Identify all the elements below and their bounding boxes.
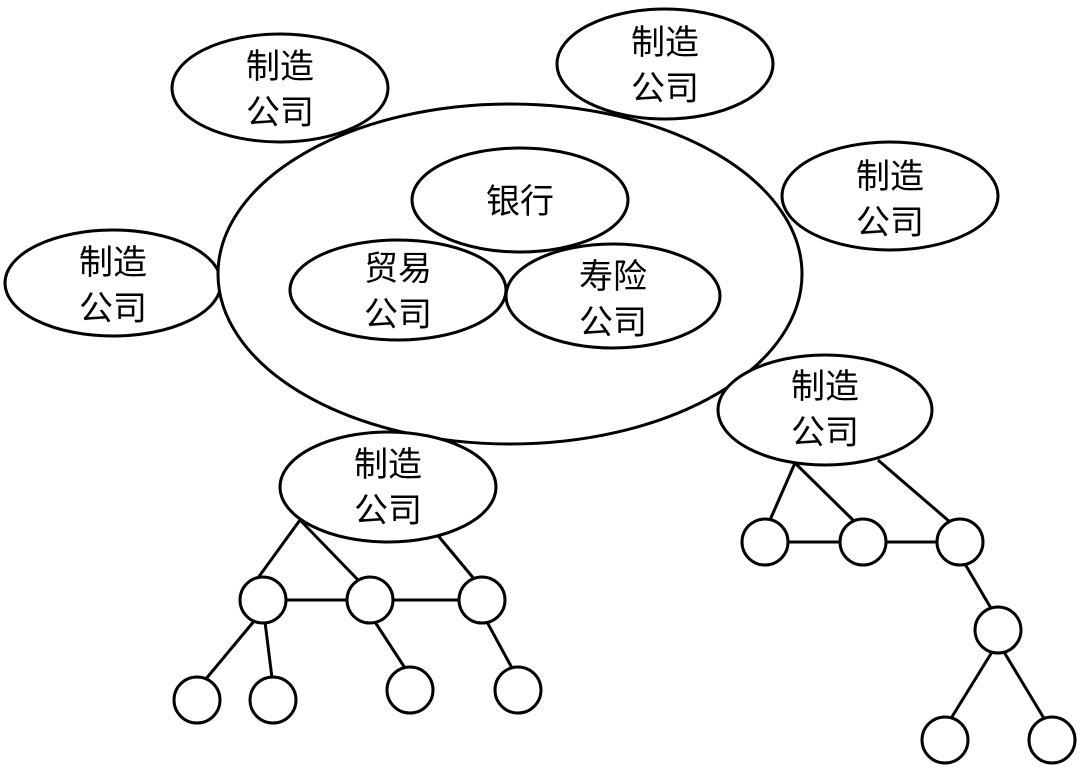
manufacturing-company-bottom-left: 制造 公司 [278,430,498,544]
label: 公司 [856,203,924,243]
subcontractor-node [935,517,985,567]
label: 制造 [79,243,147,283]
label: 贸易 [364,249,432,289]
connector [485,621,514,669]
connector [793,461,857,524]
label: 制造 [246,47,314,87]
subcontractor-node [740,517,790,567]
subcontractor-node [493,665,543,715]
connector [1002,651,1047,721]
label: 公司 [631,69,699,109]
subcontractor-tree-left [172,518,543,725]
connector [263,621,274,679]
connector [433,531,477,581]
life-insurance-company: 寿险 公司 [504,242,722,350]
manufacturing-company-top-left: 制造 公司 [170,32,390,144]
trading-company: 贸易 公司 [288,238,508,342]
connector [948,651,994,721]
label: 制造 [354,445,422,485]
subcontractor-node [385,665,435,715]
connector [373,621,407,669]
subcontractor-node [172,675,222,725]
subcontractor-node [973,605,1023,655]
keiretsu-group-boundary [216,102,804,446]
subcontractor-node [457,575,507,625]
label: 公司 [791,413,859,453]
bank: 银行 [410,146,630,254]
label: 制造 [791,367,859,407]
label: 公司 [354,491,422,531]
connector [963,563,994,611]
subcontractor-tree-right [740,458,1077,765]
connector [877,458,951,524]
manufacturing-company-bottom-right: 制造 公司 [716,353,934,467]
connector [203,619,257,681]
subcontractor-node [248,675,298,725]
manufacturing-company-top-right: 制造 公司 [555,7,775,121]
label: 寿险 [579,257,647,297]
subcontractor-node [920,715,970,765]
label: 制造 [856,157,924,197]
subcontractor-node [1027,715,1077,765]
manufacturing-company-left: 制造 公司 [3,228,223,338]
subcontractor-node [345,575,395,625]
label: 公司 [246,93,314,133]
label: 公司 [364,295,432,335]
label: 银行 [486,182,554,222]
connector [768,462,797,521]
label: 公司 [79,289,147,329]
label: 制造 [631,23,699,63]
label: 公司 [579,303,647,343]
connector [298,518,362,584]
connector [253,519,302,583]
subcontractor-node [238,575,288,625]
manufacturing-company-right: 制造 公司 [780,140,1000,252]
subcontractor-node [838,517,888,567]
